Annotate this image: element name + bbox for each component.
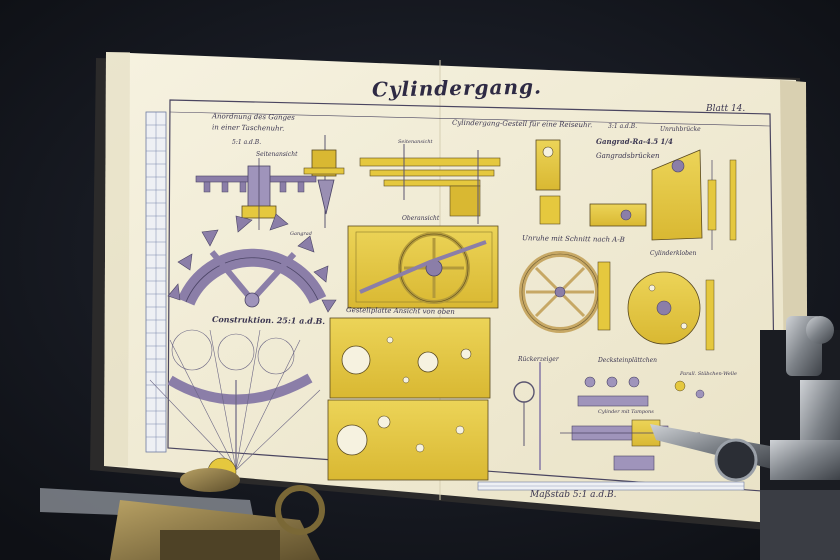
label-regulator: Rückerzeiger	[518, 356, 559, 363]
arrangement-drawing	[195, 135, 345, 230]
horizontal-scale-bar	[477, 481, 745, 491]
label-scale-note: Maßstab 5:1 a.d.B.	[530, 490, 617, 500]
label-arrangement-scale: 5:1 a.d.B.	[232, 139, 262, 146]
label-cylinder-tampon: Cylinder mit Tampons	[598, 409, 654, 415]
label-arrangement-2: in einer Taschenuhr.	[211, 123, 285, 133]
frame-plate-top-view	[327, 317, 491, 481]
escape-wheel-drawing	[167, 213, 337, 313]
sheet-title: Cylindergang.	[371, 74, 543, 102]
label-cap-jewels: Decksteinplättchen	[598, 357, 657, 364]
top-view-drawing	[347, 225, 499, 309]
label-side-view-2: Seitenansicht	[398, 139, 433, 145]
label-escape-bridges: Gangradsbrücken	[596, 152, 660, 160]
vertical-scale-ruler	[145, 111, 167, 453]
label-side-view: Seitenansicht	[256, 151, 298, 158]
brass-tool-left	[40, 468, 325, 560]
label-cylinder-bridge: Cylinderkloben	[650, 250, 697, 257]
label-parallel-rods: Parall. Stäbchen-Welle	[680, 371, 737, 377]
frame-side-view	[359, 144, 501, 224]
label-construction: Construktion. 25:1 a.d.B.	[211, 314, 326, 326]
cylinder-tampon-drawing	[560, 380, 705, 471]
plate-number: Blatt 14.	[706, 104, 746, 114]
balance-wheel-drawing	[519, 251, 611, 333]
label-balance-bridge: Unruhbrücke	[660, 126, 701, 133]
label-arrangement-1: Anordnung des Ganges	[211, 112, 295, 122]
label-escape-wheel: Gangrad	[290, 231, 312, 237]
cylinder-bridge-drawing	[627, 271, 715, 351]
label-top-view: Oberansicht	[402, 215, 440, 222]
watchmaker-tool-right	[650, 316, 840, 560]
bridges-drawing	[535, 139, 737, 250]
regulator-drawing	[513, 362, 649, 470]
label-frame-scale: 3:1 a.d.B.	[608, 123, 638, 130]
label-escape-wheel-spec: Gangrad-Ra-4.5 1/4	[596, 137, 673, 146]
